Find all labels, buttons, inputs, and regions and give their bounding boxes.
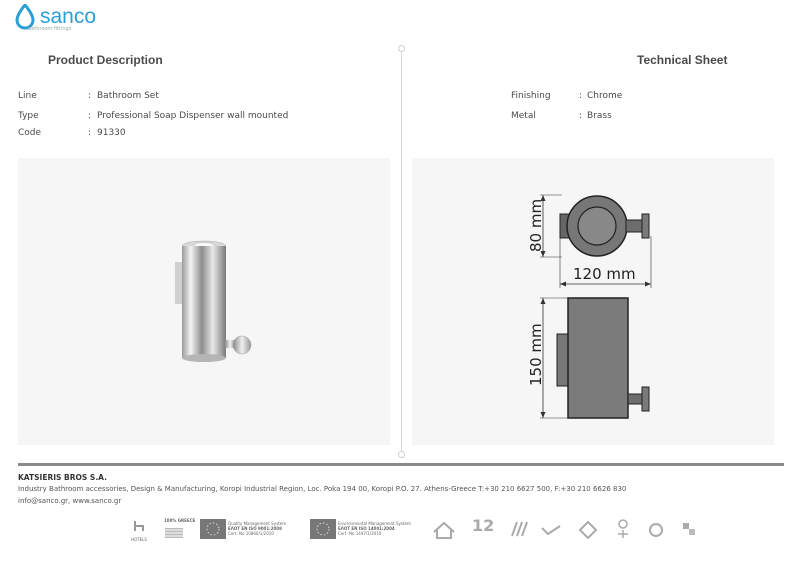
company-name: KATSIERIS BROS S.A.: [18, 473, 107, 482]
technical-sheet-heading: Technical Sheet: [637, 53, 728, 67]
ems-line1: Environmental Management System: [338, 521, 411, 526]
spec-row-metal: Metal : Brass: [511, 111, 612, 121]
stripes-badge-icon: [511, 521, 528, 537]
spec-value: 91330: [97, 128, 126, 138]
spec-value: Professional Soap Dispenser wall mounted: [97, 111, 289, 121]
spec-value: Chrome: [587, 91, 623, 101]
spec-row-type: Type : Professional Soap Dispenser wall …: [18, 111, 289, 121]
eu-flag-icon: [310, 519, 336, 539]
footer-rule: [18, 463, 784, 466]
spec-label: Metal: [511, 111, 536, 121]
qms-line2: ΕΛΟΤ EN ISO 9001:2008: [228, 526, 282, 531]
company-address: Industry Bathroom accessories, Design & …: [18, 485, 627, 493]
ems-line3: Cert. No 1447/1/2010: [338, 531, 382, 536]
spec-label: Finishing: [511, 91, 551, 101]
recycle-badge-icon: [578, 520, 598, 540]
drop-icon: [15, 4, 35, 30]
spec-label: Code: [18, 128, 42, 138]
spec-value: Brass: [587, 111, 612, 121]
hotel-icon: [134, 521, 144, 531]
house-badge-icon: [433, 521, 455, 539]
greece-badge: 100% GREECE: [164, 518, 196, 542]
center-divider: [401, 48, 402, 454]
dim-height-side: 150 mm: [527, 323, 545, 386]
divider-dot-bottom: [398, 451, 405, 458]
qms-cert: Quality Management System ΕΛΟΤ EN ISO 90…: [200, 519, 286, 541]
brand-tagline: bathroom fittings: [28, 26, 72, 32]
product-description-heading: Product Description: [48, 53, 163, 67]
technical-drawing: [540, 194, 652, 419]
ems-line2: ΕΛΟΤ EN ISO 14001:2004: [338, 526, 395, 531]
qms-line1: Quality Management System: [228, 521, 287, 526]
product-photo: [175, 240, 252, 362]
nano-badge-icon: [683, 523, 695, 535]
certifications-row: HOTELS 100% GREECE Quality Management Sy…: [130, 516, 710, 544]
dim-height-top: 80 mm: [527, 198, 545, 252]
ems-cert: Environmental Management System ΕΛΟΤ EN …: [310, 519, 411, 541]
seal-badge-icon: [649, 523, 663, 537]
greece-label: 100% GREECE: [164, 518, 196, 523]
technical-drawing-panel: [412, 158, 774, 445]
spec-row-line: Line : Bathroom Set: [18, 91, 159, 101]
spec-value: Bathroom Set: [97, 91, 159, 101]
spec-label: Type: [18, 111, 39, 121]
check-badge-icon: [541, 525, 561, 536]
years-badge: 12: [472, 516, 495, 535]
spec-label: Line: [18, 91, 37, 101]
eu-flag-icon: [200, 519, 226, 539]
brand-logo: sanco: [14, 4, 96, 30]
brand-name: sanco: [40, 5, 97, 28]
sun-badge-icon: [618, 519, 628, 538]
greek-flag-icon: [165, 528, 183, 538]
hotels-badge: HOTELS: [130, 518, 148, 542]
hotels-label: HOTELS: [131, 537, 147, 542]
dim-width: 120 mm: [573, 265, 636, 283]
spec-row-code: Code : 91330: [18, 128, 126, 138]
spec-row-finishing: Finishing : Chrome: [511, 91, 623, 101]
divider-dot-top: [398, 45, 405, 52]
qms-line3: Cert. No 10860/1/2010: [228, 531, 274, 536]
company-contact: info@sanco.gr, www.sanco.gr: [18, 497, 122, 505]
product-photo-panel: [18, 158, 390, 445]
